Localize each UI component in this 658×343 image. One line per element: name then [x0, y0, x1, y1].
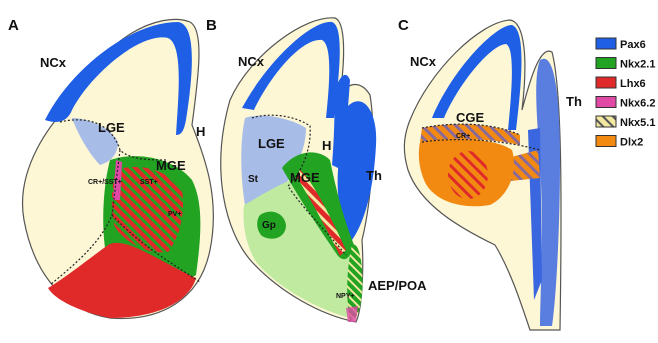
- panel-b-ncx-label: NCx: [238, 54, 265, 69]
- nkx62-swatch-icon: [596, 97, 616, 108]
- nkx51-swatch-icon: [596, 116, 616, 127]
- panel-c-ncx-label: NCx: [410, 54, 437, 69]
- panel-a-mge-label: MGE: [156, 158, 186, 173]
- legend-item: Pax6: [596, 38, 646, 51]
- panel-c-hatched-oval: [448, 151, 488, 199]
- panel-b-aep-poa-label: AEP/POA: [368, 278, 427, 293]
- panel-a-h-label: H: [196, 124, 205, 139]
- panel-a-ncx-label: NCx: [40, 55, 67, 70]
- nkx21-swatch-icon: [596, 58, 616, 69]
- legend-label: Lhx6: [620, 78, 646, 90]
- panel-c-cr-label: CR+: [456, 133, 470, 140]
- panel-c-letter: C: [398, 17, 409, 34]
- legend-label: Dlx2: [620, 137, 643, 149]
- panel-b-th-label: Th: [366, 168, 382, 183]
- panel-a-pv-label: PV+: [168, 211, 181, 218]
- panel-b-nkx62-tip: [346, 306, 358, 322]
- legend-label: Nkx6.2: [620, 98, 655, 110]
- panel-b-st-label: St: [248, 174, 259, 185]
- legend-item: Nkx5.1: [596, 116, 655, 129]
- panel-b-h-label: H: [322, 138, 331, 153]
- legend-label: Nkx5.1: [620, 117, 655, 129]
- panel-b-mge-label: MGE: [290, 170, 320, 185]
- panel-a-letter: A: [8, 17, 19, 34]
- panel-b-gp-label: Gp: [262, 220, 276, 231]
- panel-b-npy-label: NPY+: [336, 293, 354, 300]
- panel-a-sst-label: SST+: [140, 179, 158, 186]
- legend-item: Nkx6.2: [596, 97, 655, 110]
- panel-a: A NCx H LGE MGE CR+/SST+ SST+ PV+: [8, 17, 213, 318]
- legend-item: Nkx2.1: [596, 58, 655, 71]
- lhx6-swatch-icon: [596, 77, 616, 88]
- panel-c-cge-label: CGE: [456, 110, 485, 125]
- legend-item: Dlx2: [596, 136, 643, 149]
- panel-a-cr-sst-label: CR+/SST+: [88, 179, 122, 186]
- legend-label: Pax6: [620, 39, 646, 51]
- pax6-swatch-icon: [596, 38, 616, 49]
- panel-c-th-label: Th: [566, 94, 582, 109]
- legend-item: Lhx6: [596, 77, 646, 90]
- panel-b-lge-label: LGE: [258, 136, 285, 151]
- panel-b: B NCx H LGE Th St MGE Gp NPY+ AEP/POA: [206, 17, 427, 322]
- dlx2-swatch-icon: [596, 136, 616, 147]
- panel-a-lge-label: LGE: [98, 120, 125, 135]
- panel-b-letter: B: [206, 17, 217, 34]
- legend-label: Nkx2.1: [620, 59, 655, 71]
